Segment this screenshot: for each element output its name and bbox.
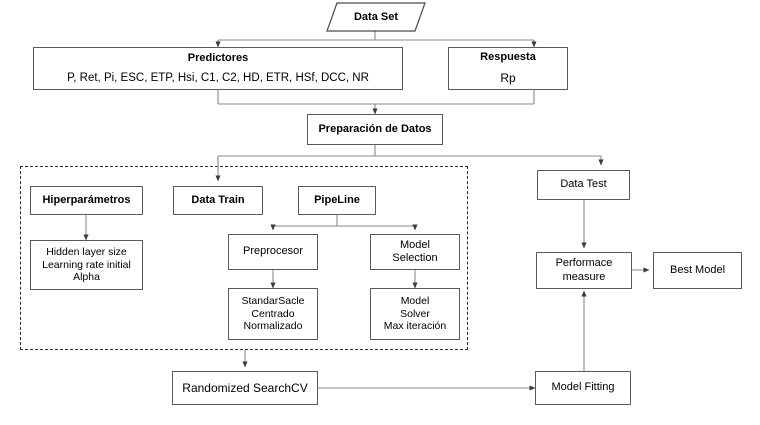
node-model-fitting-label: Model Fitting [551,381,615,394]
node-randomized-searchcv[interactable]: Randomized SearchCV [172,371,318,405]
model-selection-line-2: Selection [392,252,438,264]
node-preprocesor-label: Preprocesor [243,245,303,258]
node-performace-measure[interactable]: Performace measure [536,252,632,289]
node-preparacion-de-datos-label: Preparación de Datos [318,122,432,135]
node-data-set[interactable]: Data Set [326,2,426,32]
model-selection-line-1: Model [400,238,430,251]
node-best-model[interactable]: Best Model [653,252,742,289]
node-respuesta-value: Rp [500,70,516,85]
node-model-selection[interactable]: Model Selection [370,234,460,270]
training-pipeline-group [20,166,468,350]
model-selection-detail-line-1: Model [400,294,430,307]
performace-measure-line-1: Performace [555,257,613,270]
node-model-fitting[interactable]: Model Fitting [535,371,631,405]
node-pipeline[interactable]: PipeLine [298,186,376,215]
hiperparametros-detail-line-3: Alpha [73,271,100,284]
node-predictores-variables: P, Ret, Pi, ESC, ETP, Hsi, C1, C2, HD, E… [67,72,369,85]
node-hiperparametros[interactable]: Hiperparámetros [30,186,143,215]
node-respuesta-title: Respuesta [480,51,536,64]
node-pipeline-label: PipeLine [314,193,360,206]
node-hiperparametros-detail[interactable]: Hidden layer size Learning rate initial … [30,240,143,290]
node-randomized-searchcv-label: Randomized SearchCV [182,380,308,395]
node-hiperparametros-label: Hiperparámetros [42,193,131,206]
preprocesor-detail-line-1: StandarSacle [241,294,305,307]
node-respuesta[interactable]: Respuesta Rp [448,47,568,90]
parallelogram-shape [326,2,426,32]
node-data-train[interactable]: Data Train [173,186,263,215]
node-predictores[interactable]: Predictores P, Ret, Pi, ESC, ETP, Hsi, C… [33,47,403,90]
model-selection-detail-line-3: Max iteración [383,320,447,333]
hiperparametros-detail-line-1: Hidden layer size [46,245,127,258]
node-data-set-label: Data Set [353,11,399,23]
node-data-train-label: Data Train [191,193,245,206]
preprocesor-detail-line-3: Normalizado [243,320,303,333]
node-data-test-label: Data Test [560,178,607,191]
model-selection-detail-line-2: Solver [400,307,430,320]
node-preprocesor[interactable]: Preprocesor [228,234,318,270]
node-best-model-label: Best Model [669,263,726,276]
node-predictores-title: Predictores [187,51,249,64]
node-model-selection-detail[interactable]: Model Solver Max iteración [370,288,460,340]
performace-measure-line-2: measure [562,270,606,283]
hiperparametros-detail-line-2: Learning rate initial [42,258,131,271]
node-data-test[interactable]: Data Test [537,170,630,200]
preprocesor-detail-line-2: Centrado [251,307,295,320]
node-preparacion-de-datos[interactable]: Preparación de Datos [307,114,443,145]
node-preprocesor-detail[interactable]: StandarSacle Centrado Normalizado [228,288,318,340]
